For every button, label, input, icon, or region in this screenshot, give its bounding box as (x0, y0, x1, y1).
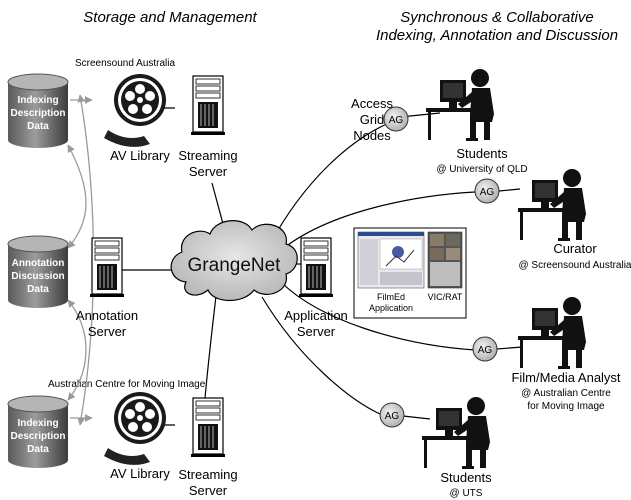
filmed-line1: FilmEd (377, 292, 405, 302)
right-heading-line2: Indexing, Annotation and Discussion (376, 27, 618, 44)
user-students-uq: Students @ University of QLD (426, 69, 528, 175)
application-server: Application Server (284, 237, 348, 339)
av-library-top-label: AV Library (110, 148, 170, 163)
ag-node-uq: AG (383, 106, 409, 132)
streaming-server-bottom: Streaming Server (178, 397, 238, 498)
access-grid-line1: Access (351, 96, 393, 111)
user-analyst: Film/Media Analyst @ Australian Centre f… (511, 297, 621, 412)
access-grid-line3: Nodes (353, 128, 391, 143)
user-role: Curator (553, 241, 597, 256)
ag-label: AG (385, 411, 400, 422)
server-icon (298, 237, 334, 298)
server-icon (190, 397, 226, 458)
network-label: GrangeNet (188, 255, 282, 276)
data-flow-arrows (67, 94, 95, 426)
grangenet-cloud: GrangeNet (170, 220, 298, 302)
db2-line2: Discussion (11, 271, 64, 282)
left-heading: Storage and Management (83, 9, 257, 26)
streaming-bottom-line2: Server (189, 483, 228, 498)
db2-line3: Data (27, 284, 49, 295)
user-place-line1: @ Australian Centre (521, 388, 611, 399)
db1-line1: Indexing (17, 95, 58, 106)
db1-line3: Data (27, 121, 49, 132)
user-place-line2: for Moving Image (527, 401, 605, 412)
streaming-server-top: Streaming Server (178, 75, 238, 179)
streaming-top-line1: Streaming (178, 148, 237, 163)
film-reel-icon (104, 74, 166, 147)
film-reel-icon (104, 392, 166, 465)
user-role: Film/Media Analyst (511, 370, 620, 385)
user-role: Students (456, 146, 508, 161)
user-place: @ Screensound Australia (519, 260, 631, 271)
ag-label: AG (389, 115, 404, 126)
database-annotation: Annotation Discussion Data (7, 235, 69, 308)
streaming-top-line2: Server (189, 164, 228, 179)
ag-label: AG (480, 187, 495, 198)
ag-node-analyst: AG (472, 336, 498, 362)
database-indexing-top: Indexing Description Data (7, 73, 69, 148)
db3-line1: Indexing (17, 418, 58, 429)
ag-node-uts: AG (379, 402, 405, 428)
db3-line3: Data (27, 444, 49, 455)
streaming-bottom-line1: Streaming (178, 467, 237, 482)
vicrat-label: VIC/RAT (428, 292, 463, 302)
server-icon (89, 237, 125, 298)
person-at-computer-icon (518, 297, 586, 369)
access-grid-line2: Grid (360, 112, 385, 127)
filmed-screenshot (357, 231, 425, 289)
server-icon (190, 75, 226, 136)
database-indexing-bottom: Indexing Description Data (7, 395, 69, 468)
annotation-server-line1: Annotation (76, 308, 138, 323)
av-library-bottom-label: AV Library (110, 466, 170, 481)
user-place: @ UTS (450, 488, 483, 499)
person-at-computer-icon (422, 397, 490, 469)
ag-node-curator: AG (474, 178, 500, 204)
application-server-line2: Server (297, 324, 336, 339)
person-at-computer-icon (426, 69, 494, 141)
application-screenshots: FilmEd Application VIC/RAT (353, 227, 467, 319)
db2-line1: Annotation (12, 258, 65, 269)
user-role: Students (440, 470, 492, 485)
application-server-line1: Application (284, 308, 348, 323)
person-at-computer-icon (518, 169, 586, 241)
ag-label: AG (478, 345, 493, 356)
user-students-uts: Students @ UTS (422, 397, 492, 499)
av-library-bottom: AV Library (104, 392, 170, 481)
cloud-icon (170, 220, 298, 302)
db3-line2: Description (10, 431, 65, 442)
user-curator: Curator @ Screensound Australia (518, 169, 631, 271)
annotation-server: Annotation Server (76, 237, 138, 339)
source-label-bottom: Australian Centre for Moving Image (48, 379, 206, 390)
annotation-server-line2: Server (88, 324, 127, 339)
filmed-line2: Application (369, 303, 413, 313)
db1-line2: Description (10, 108, 65, 119)
av-library-top: AV Library (104, 74, 170, 163)
vicrat-screenshot (427, 231, 463, 289)
user-place: @ University of QLD (436, 164, 527, 175)
source-label-top: Screensound Australia (75, 58, 176, 69)
right-heading-line1: Synchronous & Collaborative (400, 9, 593, 26)
